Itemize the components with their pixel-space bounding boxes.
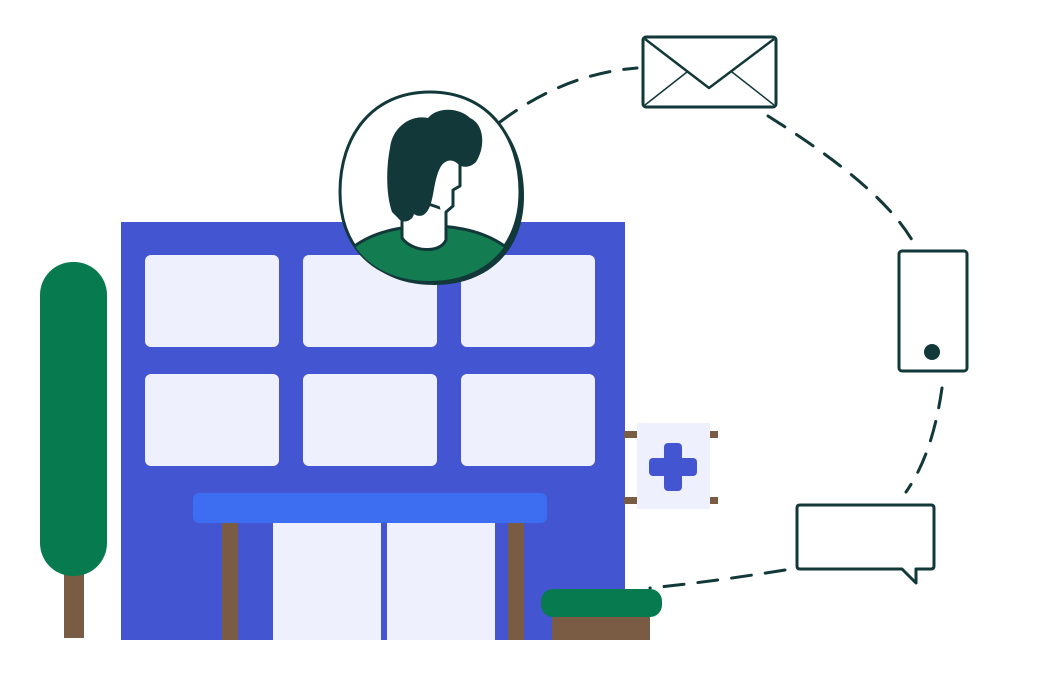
canopy-post-right <box>508 518 524 640</box>
phone-home-button <box>924 344 940 360</box>
avatar-hair <box>387 109 483 222</box>
tree-foliage <box>40 262 107 576</box>
person-avatar-icon <box>338 90 524 285</box>
window <box>145 255 279 347</box>
canopy-post-left <box>222 518 238 640</box>
hospital-building-icon <box>121 222 625 640</box>
mobile-phone-icon <box>897 249 969 373</box>
window <box>303 374 437 466</box>
medical-cross-icon <box>649 443 697 491</box>
canopy-posts <box>222 518 524 640</box>
tree-icon <box>40 262 107 638</box>
window <box>461 255 595 347</box>
hedge-foliage <box>541 589 662 617</box>
dashed-connection-path <box>498 66 944 590</box>
envelope-icon <box>641 35 778 109</box>
hedge-planter-icon <box>541 589 662 640</box>
window <box>145 374 279 466</box>
tree-trunk <box>64 570 84 638</box>
entrance-canopy <box>193 493 547 523</box>
medical-sign <box>624 423 718 509</box>
window <box>461 374 595 466</box>
chat-bubble-icon <box>795 503 936 585</box>
entrance-doors <box>273 520 495 640</box>
door-left <box>273 520 381 640</box>
door-right <box>387 520 495 640</box>
building-windows <box>145 255 595 466</box>
